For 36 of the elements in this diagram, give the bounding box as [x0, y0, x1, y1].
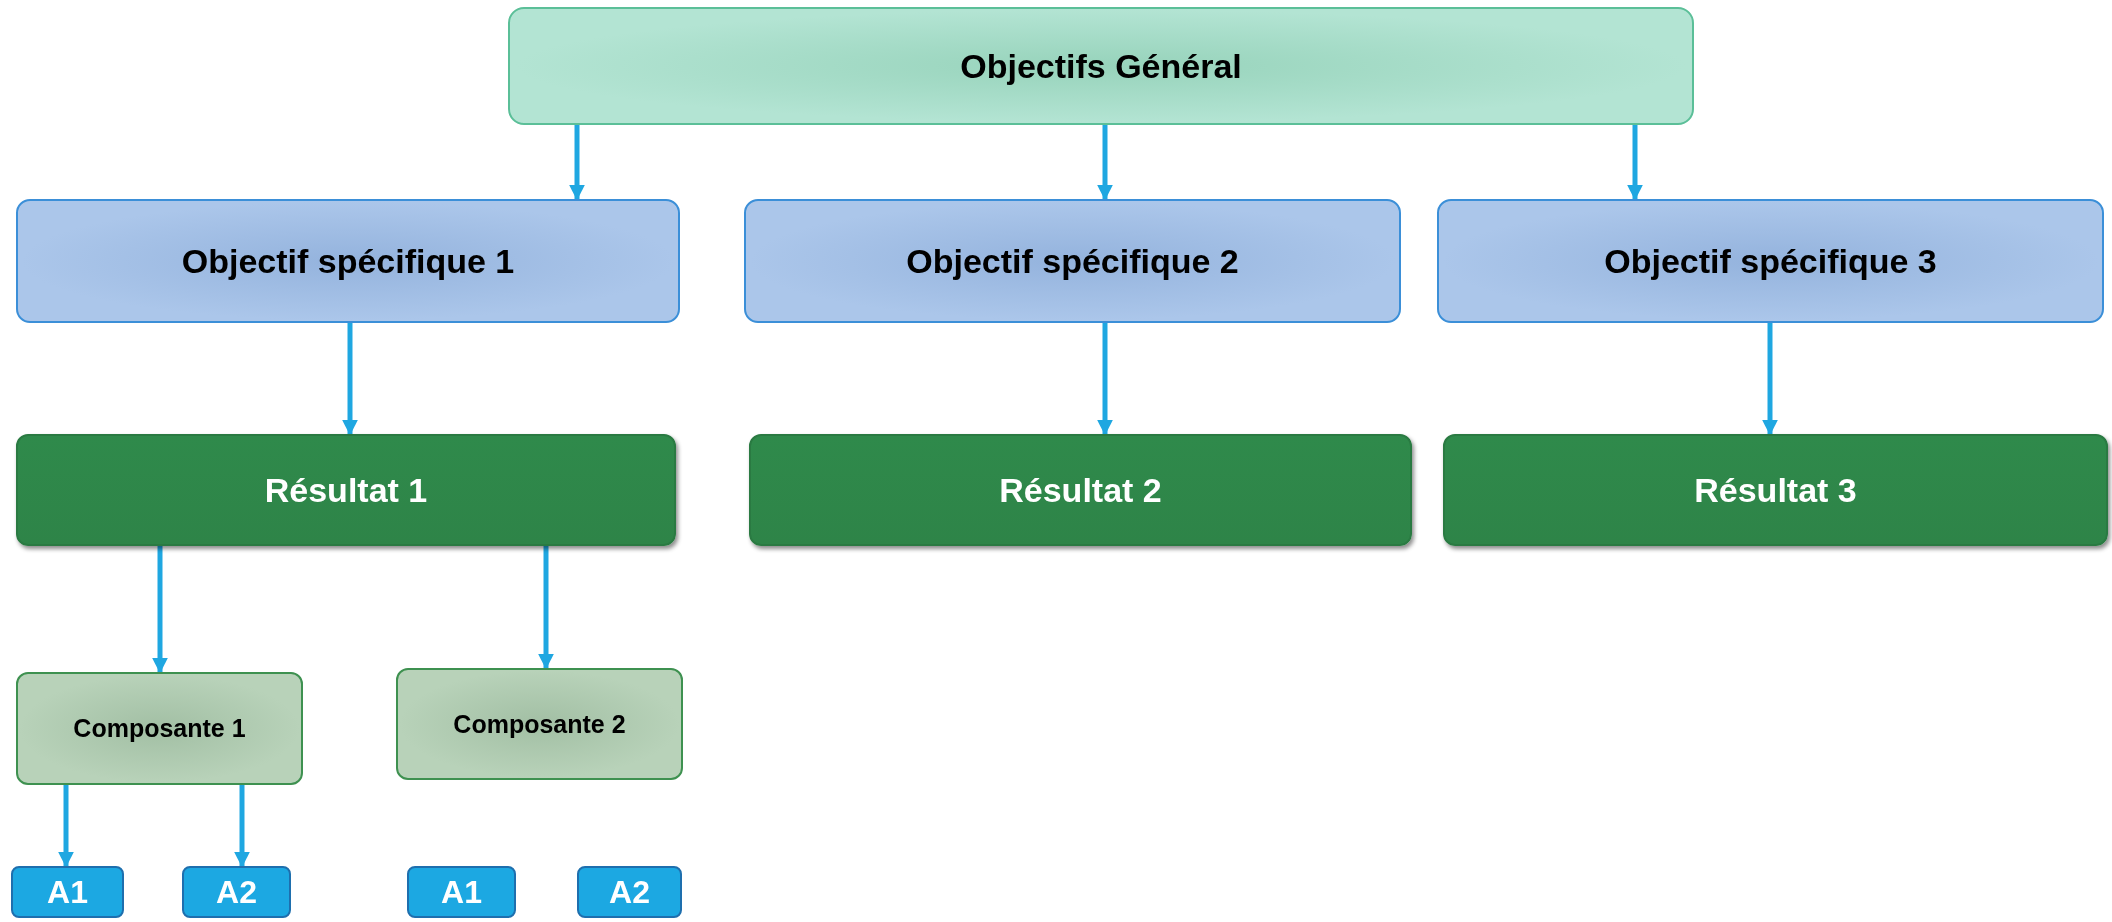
box-label: A2 — [609, 873, 650, 911]
box-label: Objectif spécifique 1 — [181, 241, 515, 281]
arrow — [152, 546, 168, 674]
result-box — [749, 434, 1412, 546]
result-box — [1443, 434, 2108, 546]
arrow — [342, 323, 358, 436]
box-label: Résultat 1 — [264, 470, 428, 510]
objective-box — [1437, 199, 2104, 323]
arrow — [538, 546, 554, 670]
box-label: Objectif spécifique 3 — [1604, 241, 1937, 281]
objective-box — [744, 199, 1401, 323]
box-label: A1 — [441, 873, 482, 911]
box-label: A1 — [47, 873, 88, 911]
activity-box — [407, 866, 516, 918]
box-label: A2 — [216, 873, 257, 911]
component-box — [396, 668, 683, 780]
box-label: Composante 1 — [73, 714, 246, 743]
arrow — [1097, 125, 1113, 201]
box-label: Objectif spécifique 2 — [906, 241, 1239, 281]
result-box — [16, 434, 676, 546]
activity-box — [577, 866, 682, 918]
arrow — [569, 125, 585, 201]
objective-box — [16, 199, 680, 323]
activity-box — [11, 866, 124, 918]
arrow — [58, 785, 74, 868]
box-label: Résultat 2 — [999, 470, 1162, 510]
box-label: Objectifs Général — [960, 46, 1242, 86]
arrow — [1627, 125, 1643, 201]
activity-box — [182, 866, 291, 918]
arrow — [234, 785, 250, 868]
arrow — [1097, 323, 1113, 436]
arrow — [1762, 323, 1778, 436]
box-label: Composante 2 — [453, 709, 626, 739]
goal-box — [508, 7, 1694, 125]
component-box — [16, 672, 303, 785]
box-label: Résultat 3 — [1694, 470, 1857, 510]
